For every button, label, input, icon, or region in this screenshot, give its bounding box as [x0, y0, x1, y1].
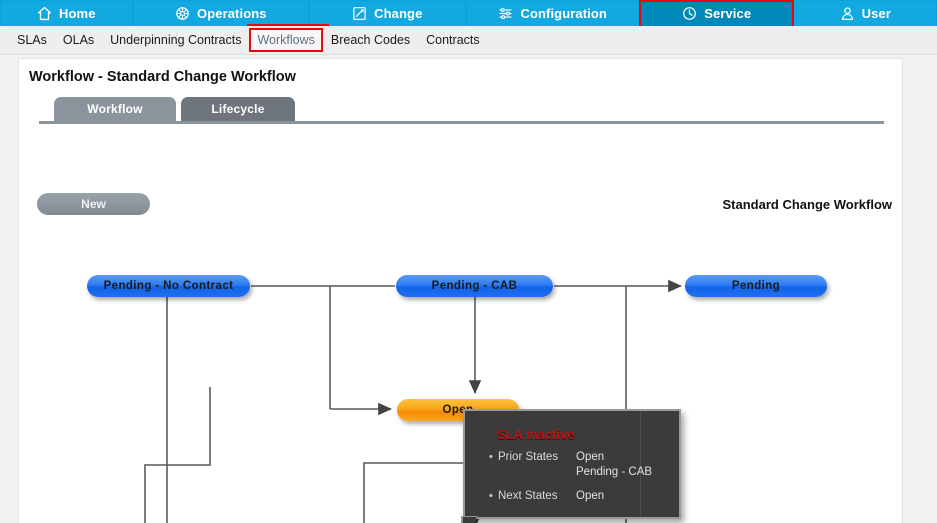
change-chart-icon	[352, 6, 367, 21]
person-icon	[840, 6, 855, 21]
subnav-item-underpinning-contracts[interactable]: Underpinning Contracts	[110, 33, 242, 47]
home-icon	[37, 6, 52, 21]
sub-navigation-bar: SLAs OLAs Underpinning Contracts Workflo…	[0, 26, 937, 55]
tooltip-tail	[463, 517, 477, 523]
topnav-label-change: Change	[374, 6, 423, 21]
connector-lines	[144, 279, 682, 523]
page-title: Workflow - Standard Change Workflow	[29, 69, 296, 85]
topnav-label-user: User	[861, 6, 891, 21]
subnav-item-contracts[interactable]: Contracts	[426, 33, 480, 47]
workflow-node-pending[interactable]: Pending	[685, 275, 827, 297]
subnav-item-breach-codes[interactable]: Breach Codes	[330, 33, 411, 47]
tab-strip: Workflow Lifecycle	[19, 97, 902, 124]
topnav-item-user[interactable]: User	[794, 1, 937, 26]
subnav-item-workflows[interactable]: Workflows	[249, 28, 324, 52]
tooltip-value-prior-1: Open	[576, 451, 605, 463]
workflow-name-label: Standard Change Workflow	[722, 197, 893, 212]
tooltip-divider	[640, 411, 641, 517]
tooltip-value-prior-2: Pending - CAB	[576, 466, 653, 478]
tooltip-label-next-states: Next States	[498, 490, 558, 502]
new-button[interactable]: New	[37, 193, 150, 215]
topnav-item-configuration[interactable]: Configuration	[466, 1, 639, 26]
topnav-label-configuration: Configuration	[520, 6, 607, 21]
bullet-icon: •	[489, 490, 493, 502]
tooltip-label-prior-states: Prior States	[498, 451, 559, 463]
sliders-icon	[498, 6, 513, 21]
workflow-diagram-canvas: Pending - No Contract Pending - CAB Pend…	[19, 227, 902, 523]
topnav-item-home[interactable]: Home	[1, 1, 132, 26]
subnav-item-olas[interactable]: OLAs	[62, 33, 95, 47]
topnav-item-operations[interactable]: Operations	[133, 1, 309, 26]
tab-workflow[interactable]: Workflow	[54, 97, 176, 121]
tooltip-row-prior-states: • Prior States Open Pending - CAB	[489, 450, 673, 480]
globe-icon	[175, 6, 190, 21]
tab-underline	[39, 121, 884, 124]
top-navigation-bar: Home Operations Change	[0, 0, 937, 28]
tab-lifecycle[interactable]: Lifecycle	[181, 97, 295, 121]
workflow-node-pending-no-contract[interactable]: Pending - No Contract	[87, 275, 250, 297]
workflow-node-pending-cab[interactable]: Pending - CAB	[396, 275, 553, 297]
tooltip-row-next-states: • Next States Open	[489, 489, 673, 504]
topnav-label-operations: Operations	[196, 6, 267, 21]
topnav-item-change[interactable]: Change	[310, 1, 465, 26]
tooltip-title: SLA Inactive	[497, 427, 575, 442]
tooltip-spacer	[489, 482, 673, 489]
tooltip-value-next-1: Open	[576, 490, 605, 502]
subnav-item-slas[interactable]: SLAs	[17, 33, 47, 47]
topnav-label-service: Service	[704, 6, 752, 21]
clock-icon	[682, 6, 697, 21]
topnav-label-home: Home	[59, 6, 96, 21]
nav-highlight-stub	[247, 24, 329, 27]
state-tooltip: SLA Inactive • Prior States Open Pending…	[461, 409, 681, 523]
topnav-item-service[interactable]: Service	[638, 0, 794, 28]
bullet-icon: •	[489, 451, 493, 463]
content-panel: Workflow - Standard Change Workflow Work…	[18, 58, 903, 523]
